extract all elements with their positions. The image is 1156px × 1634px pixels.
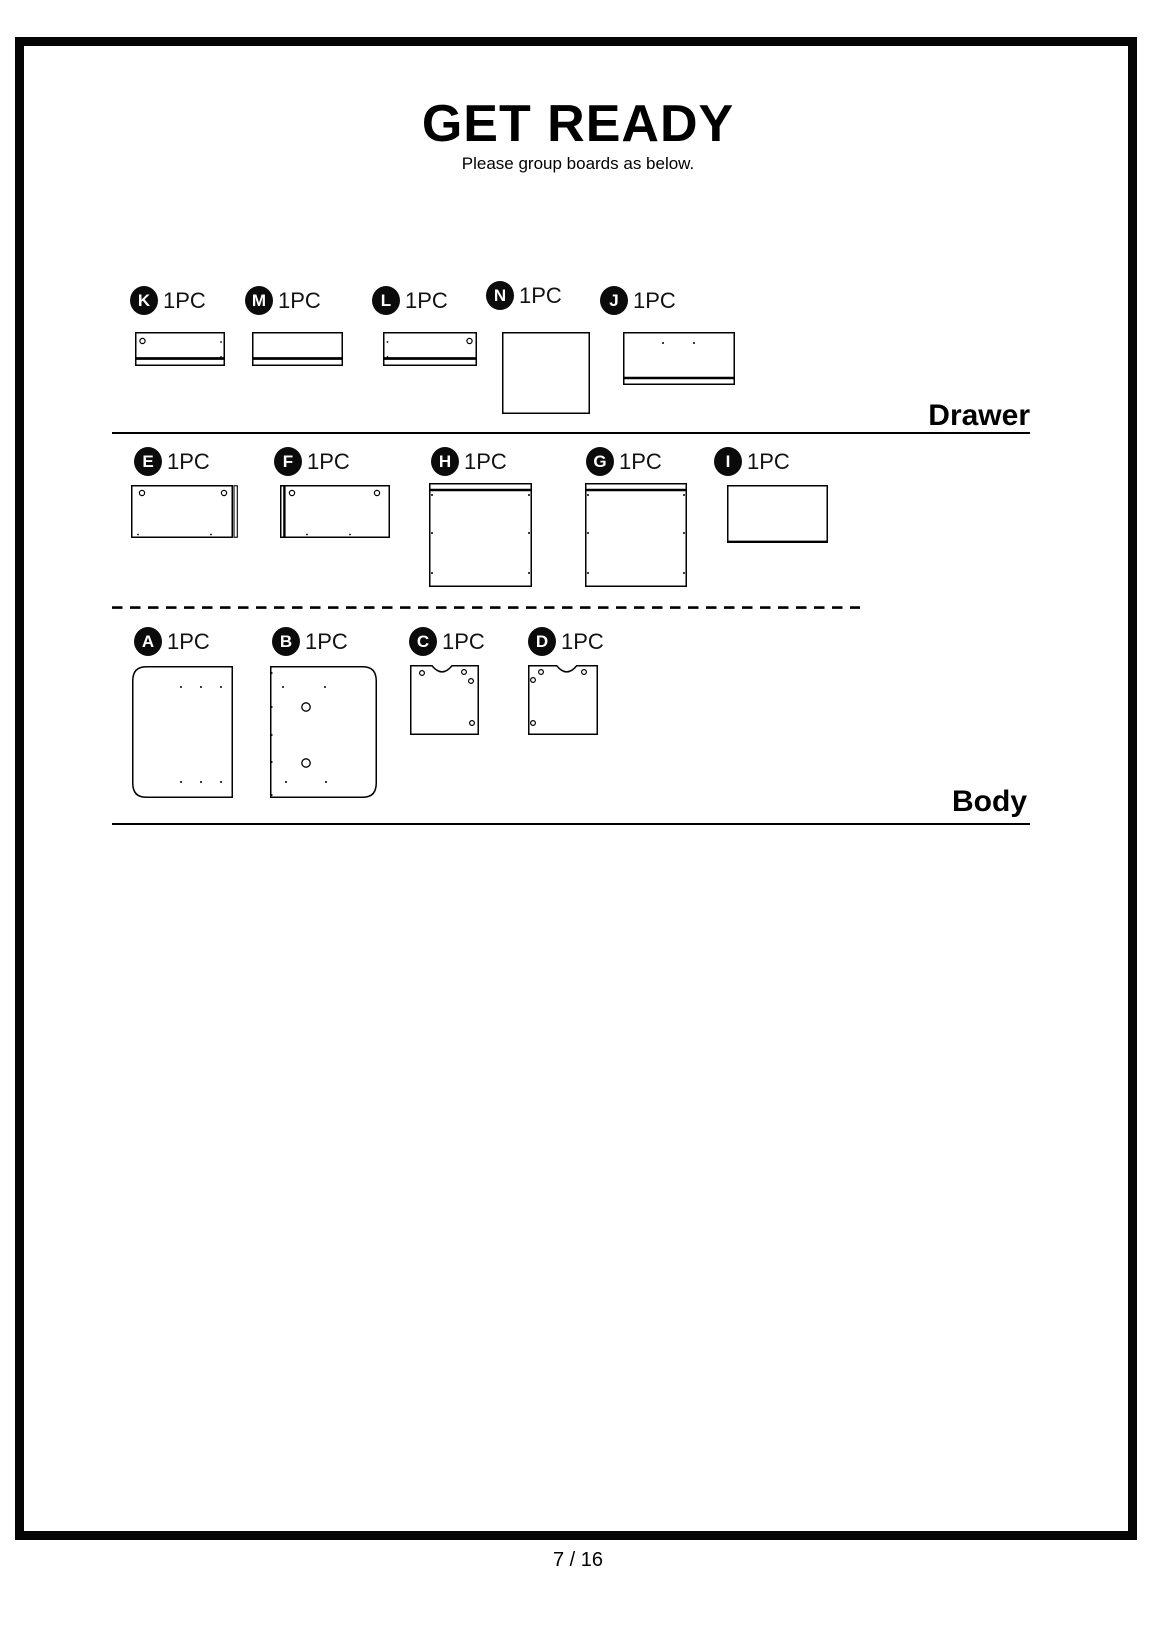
dashed-divider (112, 597, 860, 615)
part-badge-D: D (528, 627, 556, 656)
part-qty-B: 1PC (305, 629, 348, 654)
part-badge-I: I (714, 447, 742, 476)
board-B-shape (270, 666, 377, 798)
board-H-shape (429, 483, 532, 587)
board-A-shape (132, 666, 233, 798)
board-I-shape (727, 485, 828, 543)
board-M-shape (252, 332, 343, 366)
board-E-shape (131, 485, 238, 538)
part-qty-D: 1PC (561, 629, 604, 654)
part-badge-C: C (409, 627, 437, 656)
page-subtitle: Please group boards as below. (461, 154, 695, 173)
board-K-shape (135, 332, 225, 366)
part-badge-M: M (245, 286, 273, 315)
section-label-drawer: Drawer (928, 399, 1030, 432)
part-qty-K: 1PC (163, 288, 206, 313)
part-badge-J: J (600, 286, 628, 315)
part-badge-L: L (372, 286, 400, 315)
part-qty-N: 1PC (519, 283, 562, 308)
part-badge-E: E (134, 447, 162, 476)
part-qty-J: 1PC (633, 288, 676, 313)
part-qty-M: 1PC (278, 288, 321, 313)
board-F-shape (280, 485, 390, 538)
part-qty-G: 1PC (619, 449, 662, 474)
part-qty-F: 1PC (307, 449, 350, 474)
board-J-shape (623, 332, 735, 385)
part-qty-C: 1PC (442, 629, 485, 654)
board-L-shape (383, 332, 477, 366)
board-C-shape (410, 665, 479, 735)
part-qty-L: 1PC (405, 288, 448, 313)
part-qty-E: 1PC (167, 449, 210, 474)
part-qty-I: 1PC (747, 449, 790, 474)
drawer-section-divider (112, 432, 1030, 434)
page-title: GET READY (421, 95, 735, 153)
section-label-body: Body (952, 785, 1027, 818)
page-border-frame (15, 37, 1137, 1540)
part-badge-B: B (272, 627, 300, 656)
part-badge-G: G (586, 447, 614, 476)
part-badge-K: K (130, 286, 158, 315)
body-section-divider (112, 823, 1030, 825)
part-badge-N: N (486, 281, 514, 310)
part-badge-A: A (134, 627, 162, 656)
part-qty-A: 1PC (167, 629, 210, 654)
board-N-shape (502, 332, 590, 414)
part-badge-H: H (431, 447, 459, 476)
board-G-shape (585, 483, 687, 587)
page-number: 7 / 16 (552, 1549, 604, 1571)
part-badge-F: F (274, 447, 302, 476)
part-qty-H: 1PC (464, 449, 507, 474)
board-D-shape (528, 665, 598, 735)
